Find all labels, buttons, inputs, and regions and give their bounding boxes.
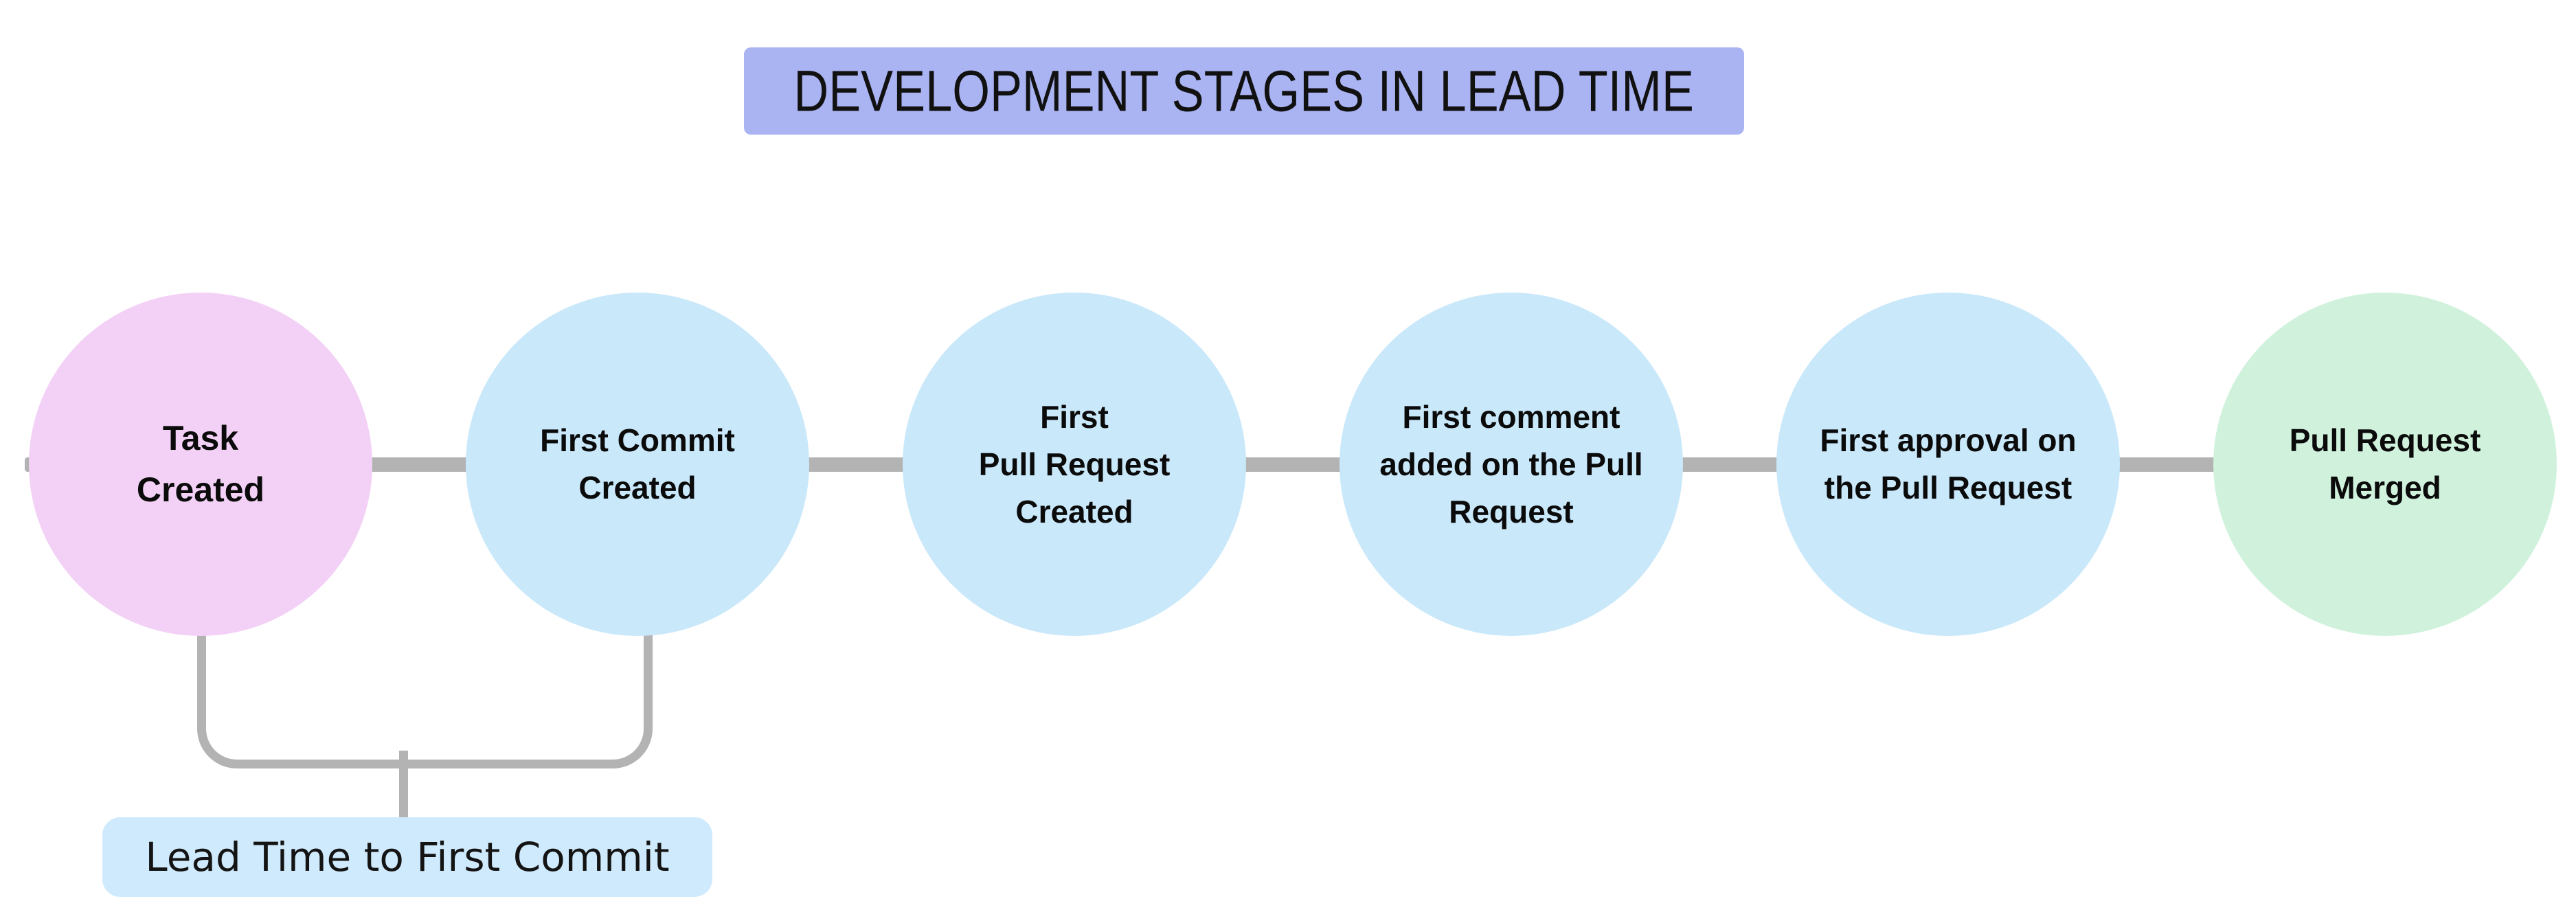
lead-time-annotation: Lead Time to First Commit <box>102 817 712 897</box>
stage-node-pull-request-merged: Pull Request Merged <box>2213 293 2557 636</box>
stage-label-pull-request-merged: Pull Request Merged <box>2289 422 2481 505</box>
stage-node-first-pull-request-created: First Pull Request Created <box>903 293 1246 636</box>
lead-time-bracket <box>197 630 653 768</box>
stage-node-first-approval: First approval on the Pull Request <box>1776 293 2120 636</box>
stage-node-first-comment-added: First comment added on the Pull Request <box>1340 293 1683 636</box>
page-title: DEVELOPMENT STAGES IN LEAD TIME <box>793 58 1695 123</box>
stage-label-first-approval: First approval on the Pull Request <box>1820 422 2077 505</box>
stage-label-task-created: Task Created <box>136 419 265 509</box>
stage-node-first-commit-created: First Commit Created <box>466 293 809 636</box>
stage-label-first-commit-created: First Commit Created <box>540 422 735 505</box>
page-title-banner: DEVELOPMENT STAGES IN LEAD TIME <box>744 47 1744 135</box>
lead-time-bracket-stem <box>399 751 408 819</box>
stage-node-task-created: Task Created <box>29 293 372 636</box>
stage-label-first-comment-added: First comment added on the Pull Request <box>1379 398 1643 529</box>
lead-time-annotation-label: Lead Time to First Commit <box>145 834 670 880</box>
stage-label-first-pull-request-created: First Pull Request Created <box>978 398 1171 529</box>
